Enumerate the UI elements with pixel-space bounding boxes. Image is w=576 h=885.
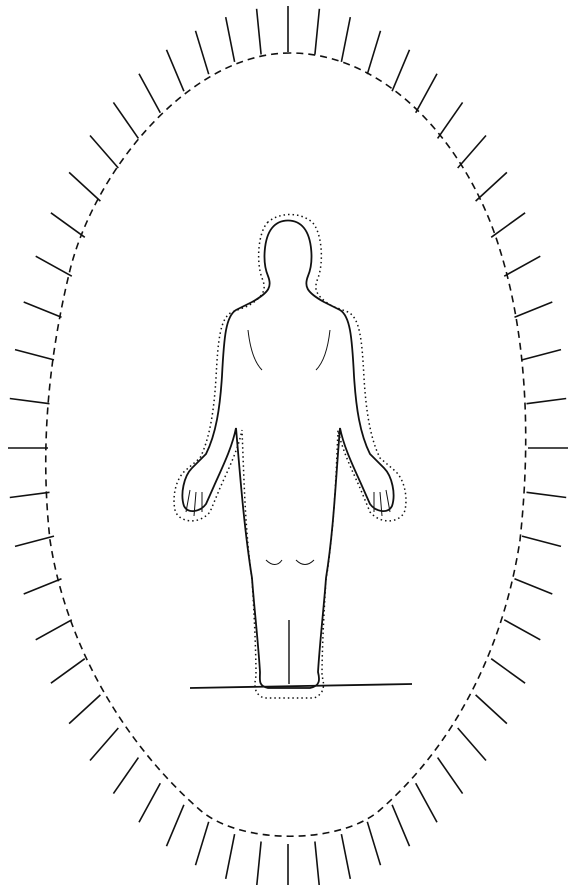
aura-ray xyxy=(416,783,437,822)
aura-ray xyxy=(36,620,72,640)
aura-ray xyxy=(69,172,100,201)
aura-ray xyxy=(515,302,553,317)
aura-ray xyxy=(438,102,463,138)
aura-ray xyxy=(341,834,350,879)
aura-ray xyxy=(504,620,540,640)
aura-ray xyxy=(90,728,118,761)
aura-ray xyxy=(438,758,463,794)
aura-ray xyxy=(139,74,160,113)
aura-ray xyxy=(51,213,85,238)
aura-ray xyxy=(139,783,160,822)
aura-ray xyxy=(527,399,567,404)
aura-ray xyxy=(522,350,561,360)
aura-ray xyxy=(315,9,320,55)
body-outline xyxy=(182,221,393,689)
aura-ray xyxy=(36,256,72,276)
aura-ray xyxy=(458,136,486,169)
aura-ray xyxy=(10,399,50,404)
aura-ray xyxy=(392,50,409,91)
aura-ray xyxy=(24,302,62,317)
aura-ray xyxy=(51,659,85,684)
aura-ray xyxy=(367,822,380,865)
aura-ray xyxy=(416,74,437,113)
aura-ray xyxy=(24,579,62,594)
aura-outline xyxy=(46,53,526,836)
aura-ray xyxy=(367,31,380,74)
aura-ray xyxy=(15,536,54,546)
aura-ray xyxy=(504,256,540,276)
aura-ray xyxy=(10,492,50,497)
aura-ray xyxy=(226,834,235,879)
aura-ray xyxy=(257,842,262,885)
aura-ray xyxy=(167,50,184,91)
aura-ray xyxy=(90,136,118,169)
aura-ray xyxy=(113,102,138,138)
right-hand-fingers xyxy=(374,490,390,516)
right-chest-line xyxy=(316,330,330,370)
aura-ray xyxy=(476,172,507,201)
aura-rays xyxy=(8,6,568,885)
left-chest-line xyxy=(248,330,262,370)
left-hand-fingers xyxy=(186,490,202,516)
aura-ray xyxy=(196,822,209,865)
aura-ray xyxy=(491,659,525,684)
aura-ray xyxy=(257,9,262,55)
aura-ray xyxy=(69,695,100,724)
left-knee-line xyxy=(266,560,282,565)
aura-ray xyxy=(315,842,320,885)
human-figure xyxy=(174,215,412,699)
aura-ray xyxy=(341,17,350,62)
aura-ray xyxy=(392,805,409,846)
aura-ray xyxy=(491,213,525,238)
aura-ray xyxy=(196,31,209,74)
aura-ray xyxy=(527,492,567,497)
aura-ray xyxy=(226,17,235,62)
aura-ray xyxy=(167,805,184,846)
aura-ray xyxy=(458,728,486,761)
aura-ray xyxy=(15,350,54,360)
aura-ray xyxy=(515,579,553,594)
aura-ray xyxy=(113,758,138,794)
aura-ray xyxy=(476,695,507,724)
aura-ray xyxy=(522,536,561,546)
right-knee-line xyxy=(296,560,314,565)
